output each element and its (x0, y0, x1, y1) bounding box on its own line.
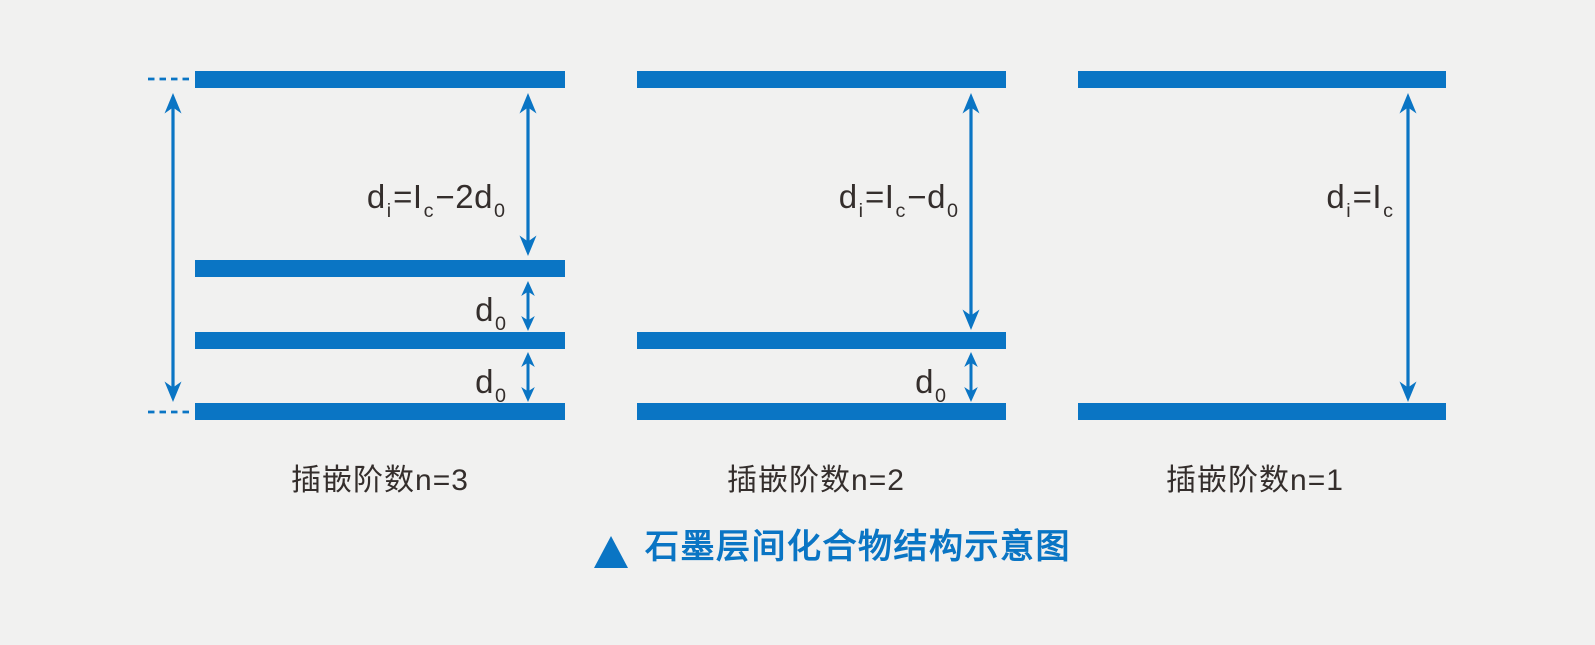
ic-measure-arrow (164, 93, 182, 402)
di-gallery-arrow (1399, 93, 1417, 402)
graphite-layer-bar (195, 403, 565, 420)
dashed-extension-line (148, 77, 193, 81)
panel-caption-stage-3: 插嵌阶数n=3 (291, 464, 469, 497)
graphite-layer-bar (637, 403, 1006, 420)
graphite-layer-bar (1078, 403, 1446, 420)
graphite-layer-bar (637, 71, 1006, 88)
di-formula-label: di=Ic−d0 (838, 178, 958, 222)
d0-spacing-label: d0 (475, 363, 506, 407)
d0-spacing-arrow (521, 352, 535, 402)
graphite-layer-bar (195, 260, 565, 277)
graphite-layer-bar (1078, 71, 1446, 88)
panel-caption-stage-2: 插嵌阶数n=2 (727, 464, 905, 497)
di-formula-label: di=Ic (1326, 178, 1393, 222)
di-gallery-arrow (962, 93, 980, 330)
triangle-marker-icon (594, 536, 628, 568)
graphite-layer-bar (637, 332, 1006, 349)
di-gallery-arrow (519, 93, 537, 256)
d0-spacing-label: d0 (475, 291, 506, 335)
d0-spacing-arrow (964, 352, 978, 402)
graphite-layer-bar (195, 332, 565, 349)
dashed-extension-line (148, 410, 193, 414)
d0-spacing-arrow (521, 281, 535, 331)
d0-spacing-label: d0 (915, 363, 946, 407)
di-formula-label: di=Ic−2d0 (366, 178, 505, 222)
panel-caption-stage-1: 插嵌阶数n=1 (1166, 464, 1344, 497)
graphite-layer-bar (195, 71, 565, 88)
figure-title: 石墨层间化合物结构示意图 (645, 528, 1071, 566)
